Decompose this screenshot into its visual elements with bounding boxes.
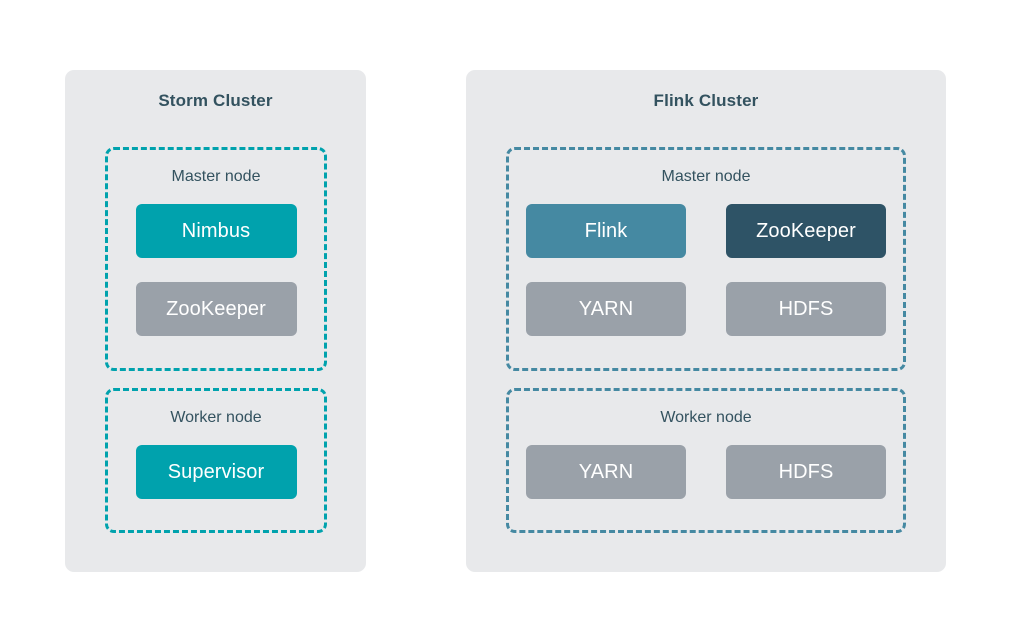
service-box-yarn[interactable]: YARN	[526, 282, 686, 336]
service-box-supervisor[interactable]: Supervisor	[135, 445, 297, 499]
node-group-flink-worker: Worker node YARN HDFS	[506, 388, 906, 533]
service-box-row: Supervisor	[135, 445, 297, 499]
service-box-nimbus[interactable]: Nimbus	[135, 204, 297, 258]
service-box-hdfs[interactable]: HDFS	[726, 282, 886, 336]
cluster-panel-flink: Flink Cluster Master node Flink ZooKeepe…	[466, 70, 946, 572]
service-box-yarn[interactable]: YARN	[526, 445, 686, 499]
node-group-storm-master: Master node Nimbus ZooKeeper	[105, 147, 327, 371]
cluster-title-flink: Flink Cluster	[653, 91, 759, 110]
node-group-label-storm-worker: Worker node	[170, 409, 262, 426]
service-box-zookeeper[interactable]: ZooKeeper	[726, 204, 886, 258]
node-group-label-flink-worker: Worker node	[660, 409, 752, 426]
node-group-label-flink-master: Master node	[661, 168, 751, 185]
service-box-grid: Supervisor	[108, 445, 324, 499]
service-box-zookeeper[interactable]: ZooKeeper	[135, 282, 297, 336]
cluster-title-storm: Storm Cluster	[158, 91, 273, 110]
service-box-row: YARN HDFS	[526, 445, 886, 499]
service-box-grid: Nimbus ZooKeeper	[108, 204, 324, 336]
service-box-row: YARN HDFS	[526, 282, 886, 336]
service-box-grid: Flink ZooKeeper YARN HDFS	[509, 204, 903, 336]
service-box-hdfs[interactable]: HDFS	[726, 445, 886, 499]
service-box-row: Flink ZooKeeper	[526, 204, 886, 258]
service-box-flink[interactable]: Flink	[526, 204, 686, 258]
service-box-row: ZooKeeper	[135, 282, 297, 336]
node-group-flink-master: Master node Flink ZooKeeper YARN HDFS	[506, 147, 906, 371]
cluster-panel-storm: Storm Cluster Master node Nimbus ZooKeep…	[65, 70, 366, 572]
node-group-label-storm-master: Master node	[171, 168, 261, 185]
service-box-grid: YARN HDFS	[509, 445, 903, 499]
node-group-storm-worker: Worker node Supervisor	[105, 388, 327, 533]
service-box-row: Nimbus	[135, 204, 297, 258]
